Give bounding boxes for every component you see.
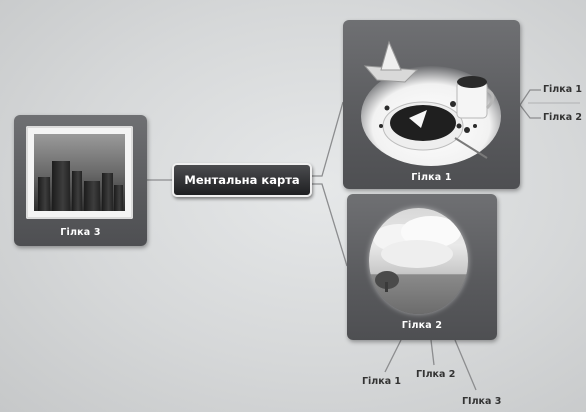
link-branch-1-to-sub-2 <box>519 104 541 119</box>
subnode-2-2[interactable]: ГІлка 2 <box>416 369 456 380</box>
central-topic-label: Ментальна карта <box>184 173 300 187</box>
postage-stamp-frame <box>23 123 136 222</box>
link-branch-2-to-sub-2 <box>430 339 435 366</box>
branch-1-card[interactable]: Гілка 1 <box>343 20 520 189</box>
subnode-1-2[interactable]: Гілка 2 <box>543 112 583 123</box>
branch-2-label: Гілка 2 <box>401 320 443 331</box>
link-branch-1-to-sub-1 <box>519 89 541 106</box>
branch-3-label: Гілка 3 <box>60 227 101 238</box>
coffee-and-pie-image <box>361 40 501 166</box>
branch-1-label: Гілка 1 <box>411 172 452 183</box>
branch-2-card[interactable]: Гілка 2 <box>347 194 497 340</box>
landscape-oval-image <box>369 208 468 314</box>
subnode-1-1[interactable]: Гілка 1 <box>543 84 583 95</box>
subnode-2-3[interactable]: ГІлка 3 <box>462 396 502 407</box>
link-central-to-branch-1 <box>312 101 344 177</box>
subnode-2-1[interactable]: Гілка 1 <box>362 376 402 387</box>
link-branch-2-to-sub-3 <box>454 339 477 391</box>
central-topic[interactable]: Ментальна карта <box>172 163 312 197</box>
link-branch-2-to-sub-1 <box>384 339 402 373</box>
city-skyline-image <box>34 134 125 211</box>
branch-3-card[interactable]: Гілка 3 <box>14 115 147 246</box>
link-central-to-branch-2 <box>312 183 348 267</box>
